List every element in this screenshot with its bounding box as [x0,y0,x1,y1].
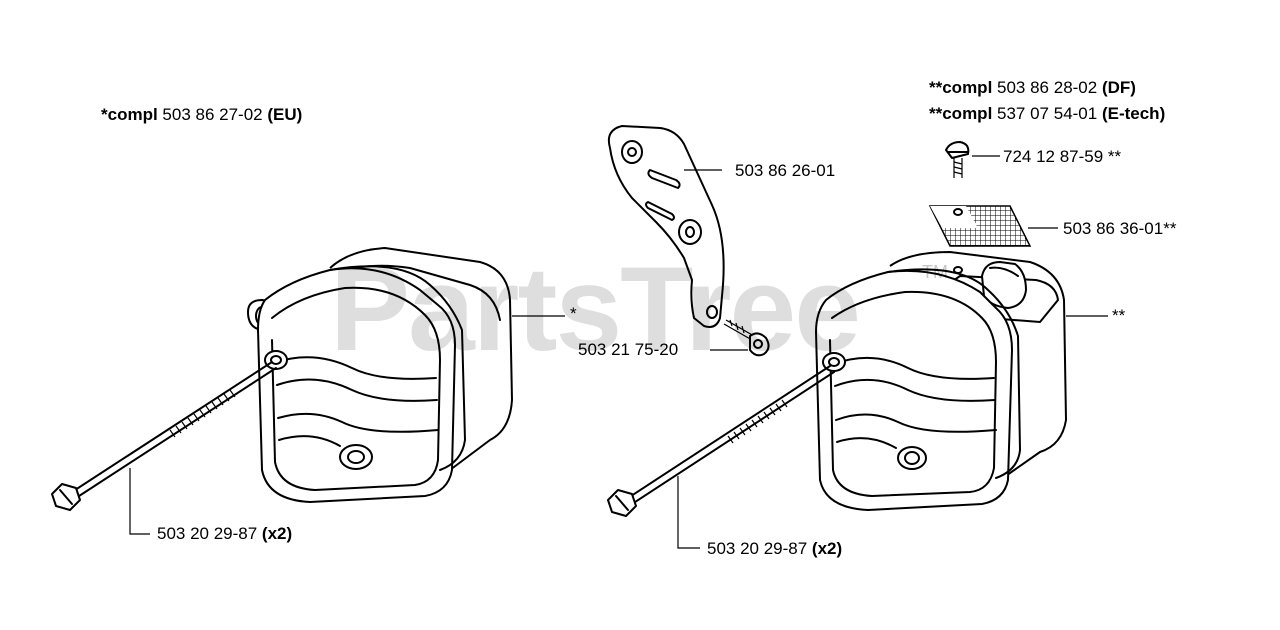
left-compl-suffix: (EU) [267,105,303,124]
left-muffler-callout: * [570,304,577,323]
right-bolt-label: 503 20 29-87 (x2) [707,539,842,559]
right-compl-df-number: 503 86 28-02 [992,78,1102,97]
bracket-screw-part-number: 503 21 75-20 [578,340,679,359]
screen-screw-part-number: 724 12 87-59 ** [1003,147,1122,166]
left-compl-label: *compl 503 86 27-02 (EU) [101,105,302,125]
left-compl-number: 503 86 27-02 [157,105,268,124]
bracket [607,125,725,328]
bracket-screw [723,319,770,357]
right-bolt-leader [677,476,700,549]
right-muffler [815,251,1067,511]
right-compl-etech-label: **compl 537 07 54-01 (E-tech) [929,104,1165,124]
right-bolt [607,365,835,517]
left-muffler [247,247,513,503]
left-bolt-number: 503 20 29-87 [157,524,262,543]
right-compl-df-label: **compl 503 86 28-02 (DF) [929,78,1136,98]
left-bolt-leader [129,468,150,535]
right-compl-etech-number: 537 07 54-01 [992,104,1102,123]
right-compl-df-prefix: **compl [929,78,993,97]
watermark-trademark: TM [922,262,948,282]
right-bolt-qty: (x2) [811,539,843,558]
left-compl-prefix: *compl [101,105,158,124]
right-bolt-number: 503 20 29-87 [707,539,812,558]
screen-screw [945,141,970,274]
left-bolt-qty: (x2) [261,524,293,543]
screen-part-number: 503 86 36-01** [1063,219,1177,238]
right-muffler-callout: ** [1112,306,1126,325]
watermark-brand: PartsTree [330,242,861,376]
right-compl-df-suffix: (DF) [1101,78,1136,97]
left-bolt [51,361,277,511]
bracket-part-number: 503 86 26-01 [735,161,836,180]
right-compl-etech-suffix: (E-tech) [1101,104,1166,123]
left-bolt-label: 503 20 29-87 (x2) [157,524,292,544]
spark-arrester-screen [928,205,1032,247]
right-compl-etech-prefix: **compl [929,104,993,123]
